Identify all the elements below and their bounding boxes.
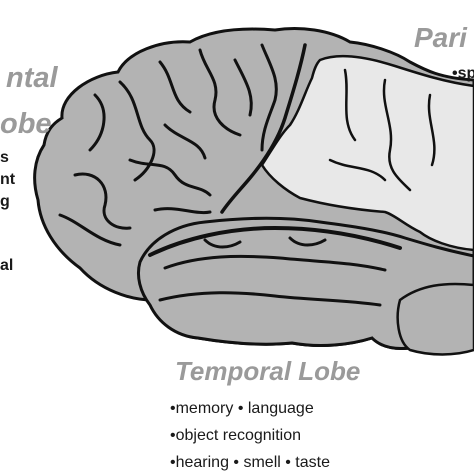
central-sulcus — [220, 43, 307, 214]
parietal-sulci — [328, 68, 436, 192]
frontal-lobe-title-line2: obe — [0, 108, 52, 140]
parietal-region — [260, 54, 474, 252]
parietal-bullet-fragment: •sp — [452, 65, 474, 82]
frontal-bullet-fragment-1: s — [0, 149, 9, 166]
frontal-bullet-fragment-3: g — [0, 193, 10, 210]
temporal-bullet-line-2: •object recognition — [170, 427, 302, 444]
lateral-fissure — [148, 225, 402, 257]
frontal-bullet-fragment-4: al — [0, 257, 14, 274]
frontal-lobe-title-line1: ntal — [6, 62, 58, 94]
temporal-bullet-line-1: •memory • language — [170, 400, 314, 417]
frontal-bullet-fragment-2: nt — [0, 171, 16, 188]
parietal-lobe-title: Pari — [414, 22, 467, 53]
cerebellum-region — [396, 282, 474, 356]
temporal-lobe-title: Temporal Lobe — [175, 356, 361, 386]
temporal-sulci — [158, 236, 387, 307]
temporal-bullet-line-3: •hearing • smell • taste — [170, 454, 330, 471]
frontal-sulci — [58, 43, 278, 247]
